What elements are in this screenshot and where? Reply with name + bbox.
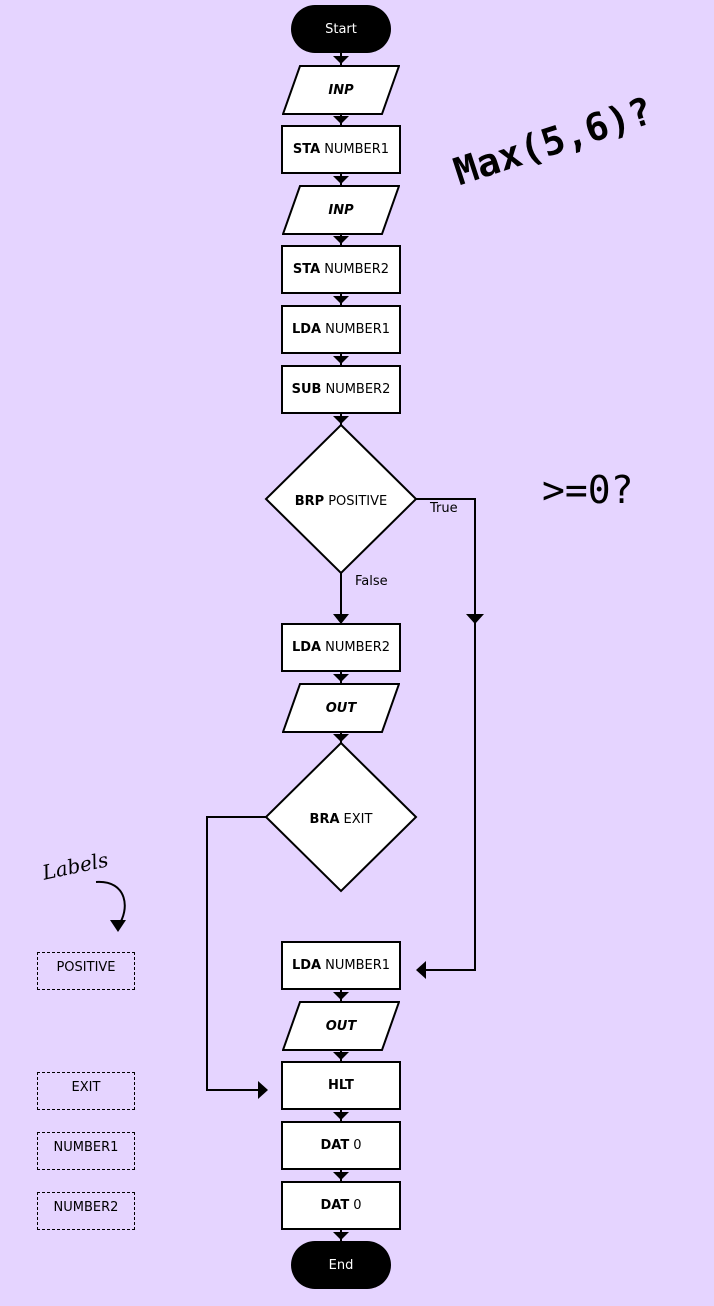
op-code: BRP (294, 494, 325, 509)
io-label: INP (328, 202, 354, 218)
start-label: Start (325, 21, 357, 37)
io-label: OUT (325, 700, 357, 716)
arrowhead (333, 56, 349, 64)
connector-exit (206, 816, 267, 1091)
op-code: LDA (291, 958, 322, 973)
connector-true (415, 498, 476, 971)
arrowhead (333, 296, 349, 304)
edge-label-true: True (430, 501, 458, 516)
io-step-inp-2: INP (282, 185, 400, 235)
process-step-hlt: HLT (281, 1061, 401, 1110)
arrowhead (333, 356, 349, 364)
edge-label-false: False (355, 574, 388, 589)
arrowhead (333, 1052, 349, 1060)
arrowhead (333, 1172, 349, 1180)
arrowhead (333, 176, 349, 184)
op-arg: EXIT (343, 812, 373, 827)
op-code: LDA (291, 640, 322, 655)
op-code: BRA (309, 812, 340, 827)
io-step-inp-1: INP (282, 65, 400, 115)
label-box-positive: POSITIVE (37, 952, 135, 990)
end-terminal: End (291, 1241, 391, 1289)
end-label: End (328, 1257, 354, 1273)
curved-arrow-icon (95, 880, 126, 927)
start-terminal: Start (291, 5, 391, 53)
op-arg: NUMBER2 (325, 382, 391, 397)
io-step-out-2: OUT (282, 1001, 400, 1051)
label-box-number2: NUMBER2 (37, 1192, 135, 1230)
op-code: HLT (328, 1078, 354, 1093)
op-arg: NUMBER1 (325, 322, 391, 337)
arrowhead (333, 416, 349, 424)
arrowhead (333, 992, 349, 1000)
op-code: STA (292, 142, 321, 157)
op-arg: NUMBER2 (324, 262, 390, 277)
io-label: INP (328, 82, 354, 98)
arrowhead (333, 1112, 349, 1120)
op-arg: 0 (353, 1138, 362, 1153)
label-box-number1: NUMBER1 (37, 1132, 135, 1170)
op-arg: NUMBER2 (325, 640, 391, 655)
arrowhead (333, 674, 349, 682)
op-arg: NUMBER1 (324, 142, 390, 157)
op-arg: NUMBER1 (325, 958, 391, 973)
arrowhead (466, 614, 484, 624)
arrowhead (333, 236, 349, 244)
op-code: DAT (320, 1138, 350, 1153)
io-label: OUT (325, 1018, 357, 1034)
arrowhead (333, 116, 349, 124)
op-code: STA (292, 262, 321, 277)
decision-diamond-brp (264, 423, 418, 575)
arrowhead (333, 1232, 349, 1240)
op-code: SUB (291, 382, 322, 397)
op-code: DAT (320, 1198, 350, 1213)
curved-arrow-head-icon (110, 920, 126, 932)
arrowhead (416, 961, 426, 979)
io-step-out-1: OUT (282, 683, 400, 733)
arrowhead (333, 614, 349, 624)
label-box-exit: EXIT (37, 1072, 135, 1110)
arrowhead (333, 734, 349, 742)
note-ge-zero-question: >=0? (542, 468, 634, 512)
op-arg: 0 (353, 1198, 362, 1213)
op-code: LDA (291, 322, 322, 337)
arrowhead (258, 1081, 268, 1099)
decision-diamond-bra (264, 741, 418, 893)
op-arg: POSITIVE (328, 494, 388, 509)
